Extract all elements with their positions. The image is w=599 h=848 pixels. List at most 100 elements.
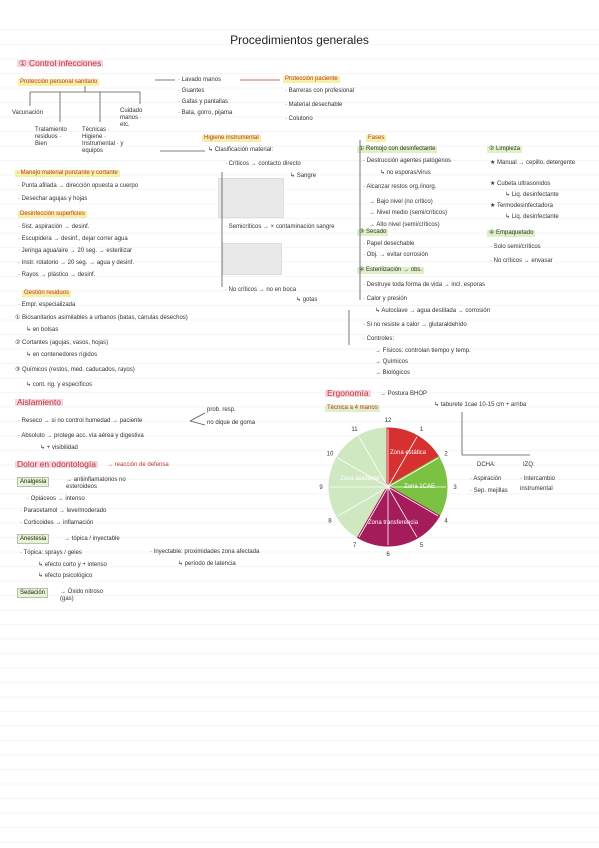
izq-label: IZQ:	[523, 462, 535, 468]
ergo-sub: → Postura BHOP	[380, 391, 428, 397]
nocriticos: · No críticos → no en boca	[225, 287, 297, 293]
higiene-heading: Higiene instrumental	[202, 135, 261, 142]
empaq-heading: ④ Empaquetado	[487, 230, 536, 237]
resid-item-5: ③ Químicos (restos, med. caducados, rayo…	[15, 367, 135, 373]
desinf-item-3: · Instr. rotatorio → 20 seg. → agua y de…	[18, 260, 135, 266]
anestesia-box: Anestesia	[17, 534, 50, 544]
izq-item-1: instrumental	[520, 486, 553, 492]
analg-item-3: · Corticoides → inflamación	[20, 520, 94, 526]
remojo-item-4: → Nivel medio (semi/críticos)	[369, 210, 448, 216]
pat-item-2: · Colutorio	[285, 116, 313, 122]
material-item-1: · Desechar agujas y hojas	[18, 196, 88, 202]
clock-number: 8	[328, 519, 332, 525]
desinf-heading: Desinfección superficies	[18, 211, 87, 218]
limpieza-item-3: ★ Termodesinfectadora	[490, 203, 553, 209]
aisl-side-0: prob. resp.	[207, 407, 236, 413]
resid-item-3: ② Cortantes (agujas, vasos, hojas)	[15, 340, 109, 346]
clock-number: 11	[351, 427, 358, 433]
page-title: Procedimientos generales	[230, 33, 369, 47]
esteril-item-1: · Calor y presión	[363, 296, 408, 302]
pat-item-1: · Material desechable	[285, 102, 343, 108]
clock-number: 1	[420, 427, 424, 433]
clock-spoke	[387, 486, 418, 538]
analg-item-0: → antiinflamatorios no esteroideos	[66, 477, 126, 490]
topica-item-0: ↳ efecto corto y + intenso	[38, 562, 107, 568]
clock-number: 12	[385, 418, 392, 424]
clock-number: 2	[444, 452, 448, 458]
esteril-item-0: · Destruye toda forma de vida → incl. es…	[363, 282, 486, 288]
limpieza-item-2: ↳ Liq. desinfectante	[505, 192, 559, 198]
topica-item-1: ↳ efecto psicológico	[38, 573, 93, 579]
empaq-item-1: · No críticos → envasar	[490, 258, 553, 264]
resid-heading: Gestión residuos	[22, 290, 72, 297]
criticos: · Críticos → contacto directo	[225, 161, 301, 167]
hands-item-2: · Gafas y pantallas	[178, 99, 229, 105]
hands-item-3: · Bata, gorro, pijama	[178, 110, 233, 116]
remojo-item-0: · Destrucción agentes patógenos	[363, 158, 452, 164]
zone-estatica: Zona estática	[390, 450, 427, 456]
clock-number: 7	[353, 543, 357, 549]
analg-item-1: · Opiáceos → intenso	[27, 496, 85, 502]
material-heading: · Manejo material punzante y cortante	[15, 170, 120, 177]
analg-item-2: · Paracetamol → leve/moderado	[20, 508, 107, 514]
limpieza-item-4: ↳ Liq. desinfectante	[505, 214, 559, 220]
esteril-item-4: · Controles:	[363, 336, 395, 342]
clock-spoke	[337, 486, 389, 517]
branch-tratamiento: Tratamiento residuos · Bien	[35, 127, 67, 147]
clock-number: 10	[327, 452, 334, 458]
dcha-item-1: · Sep. mejillas	[470, 488, 508, 494]
esteril-item-2: ↳ Autoclave → agua destilada → corrosión	[375, 308, 491, 314]
instruments-photo	[218, 178, 284, 218]
sector-transferencia	[356, 484, 441, 547]
clock-spoke	[358, 436, 389, 488]
desinf-item-1: · Escupidera → desinf., dejar correr agu…	[18, 236, 128, 242]
limpieza-item-0: ★ Manual → cepillo, detergente	[490, 160, 576, 166]
sangre: ↳ Sangre	[290, 173, 317, 179]
pat-item-0: · Barreras con profesional	[285, 88, 355, 94]
clasif-label: ↳ Clasificación material:	[208, 147, 274, 153]
clock-number: 6	[386, 552, 390, 558]
branch-tecnicas: Técnicas · Higiene · Instrumental · y eq…	[82, 127, 124, 154]
zone-1cae: Zona 1CAE	[404, 484, 436, 490]
dcha-item-0: · Aspiración	[470, 476, 502, 482]
mirror-photo	[222, 243, 282, 275]
protection-label: Protección personal sanitario	[18, 79, 100, 86]
remojo-heading: ① Remojo con desinfectante	[357, 146, 438, 153]
sedacion-box: Sedación	[17, 588, 49, 598]
taburete: ↳ taburete 1cae 10-15 cm + arriba	[434, 402, 527, 408]
inyectable: · Inyectable: proximidades zona afectada	[150, 549, 260, 555]
aisl-side-1: no dique de goma	[207, 420, 256, 426]
dcha-label: DCHA:	[477, 462, 496, 468]
resid-item-4: ↳ en contenedores rígidos	[26, 352, 98, 358]
branch-cuidado: Cuidado manos · etc.	[120, 108, 143, 128]
zone-transferencia: Zona transferencia	[368, 520, 419, 526]
clock-spoke	[387, 436, 418, 488]
secado-heading: ③ Secado	[357, 229, 389, 236]
gotas: ↳ gotas	[296, 297, 318, 303]
ergonomia-heading: Ergonomía	[325, 388, 371, 398]
semicriticos: · Semicríticos → × contaminación sangre	[225, 224, 335, 230]
esteril-heading: ④ Esterilización → obs.	[357, 267, 425, 274]
clock-spoke	[337, 457, 389, 488]
esteril-item-7: → Biológicos	[375, 370, 411, 376]
limpieza-item-1: ★ Cubeta ultrasonidos	[490, 181, 551, 187]
hands-item-0: · Lavado manos	[178, 77, 222, 83]
esteril-item-3: · Si no resiste a calor → glutaraldehído	[363, 322, 467, 328]
inyect-sub: ↳ período de latencia	[178, 561, 236, 567]
clock-spoke	[358, 486, 389, 538]
izq-item-0: · Intercambio	[520, 476, 556, 482]
aisl-item-0: · Reseco → si no control humedad → pacie…	[18, 418, 143, 424]
dolor-sub: → reacción de defensa	[107, 462, 169, 468]
resid-item-2: ↳ en bolsas	[26, 327, 59, 333]
clock-spoke	[387, 486, 439, 517]
resid-item-6: ↳ cont. rig. y específicos	[26, 382, 93, 388]
protection-pat-label: Protección paciente	[283, 76, 340, 83]
clock-number: 4	[444, 519, 448, 525]
connector-line	[189, 412, 206, 422]
empaq-item-0: · Solo semi/críticos	[490, 244, 541, 250]
dolor-heading: Dolor en odontología	[15, 459, 98, 469]
sedacion-sub: → Óxido nitroso (gas)	[60, 589, 104, 602]
zone-asistente: Zona asistente	[340, 476, 380, 482]
material-item-0: · Punta afilada → dirección opuesta a cu…	[18, 183, 139, 189]
